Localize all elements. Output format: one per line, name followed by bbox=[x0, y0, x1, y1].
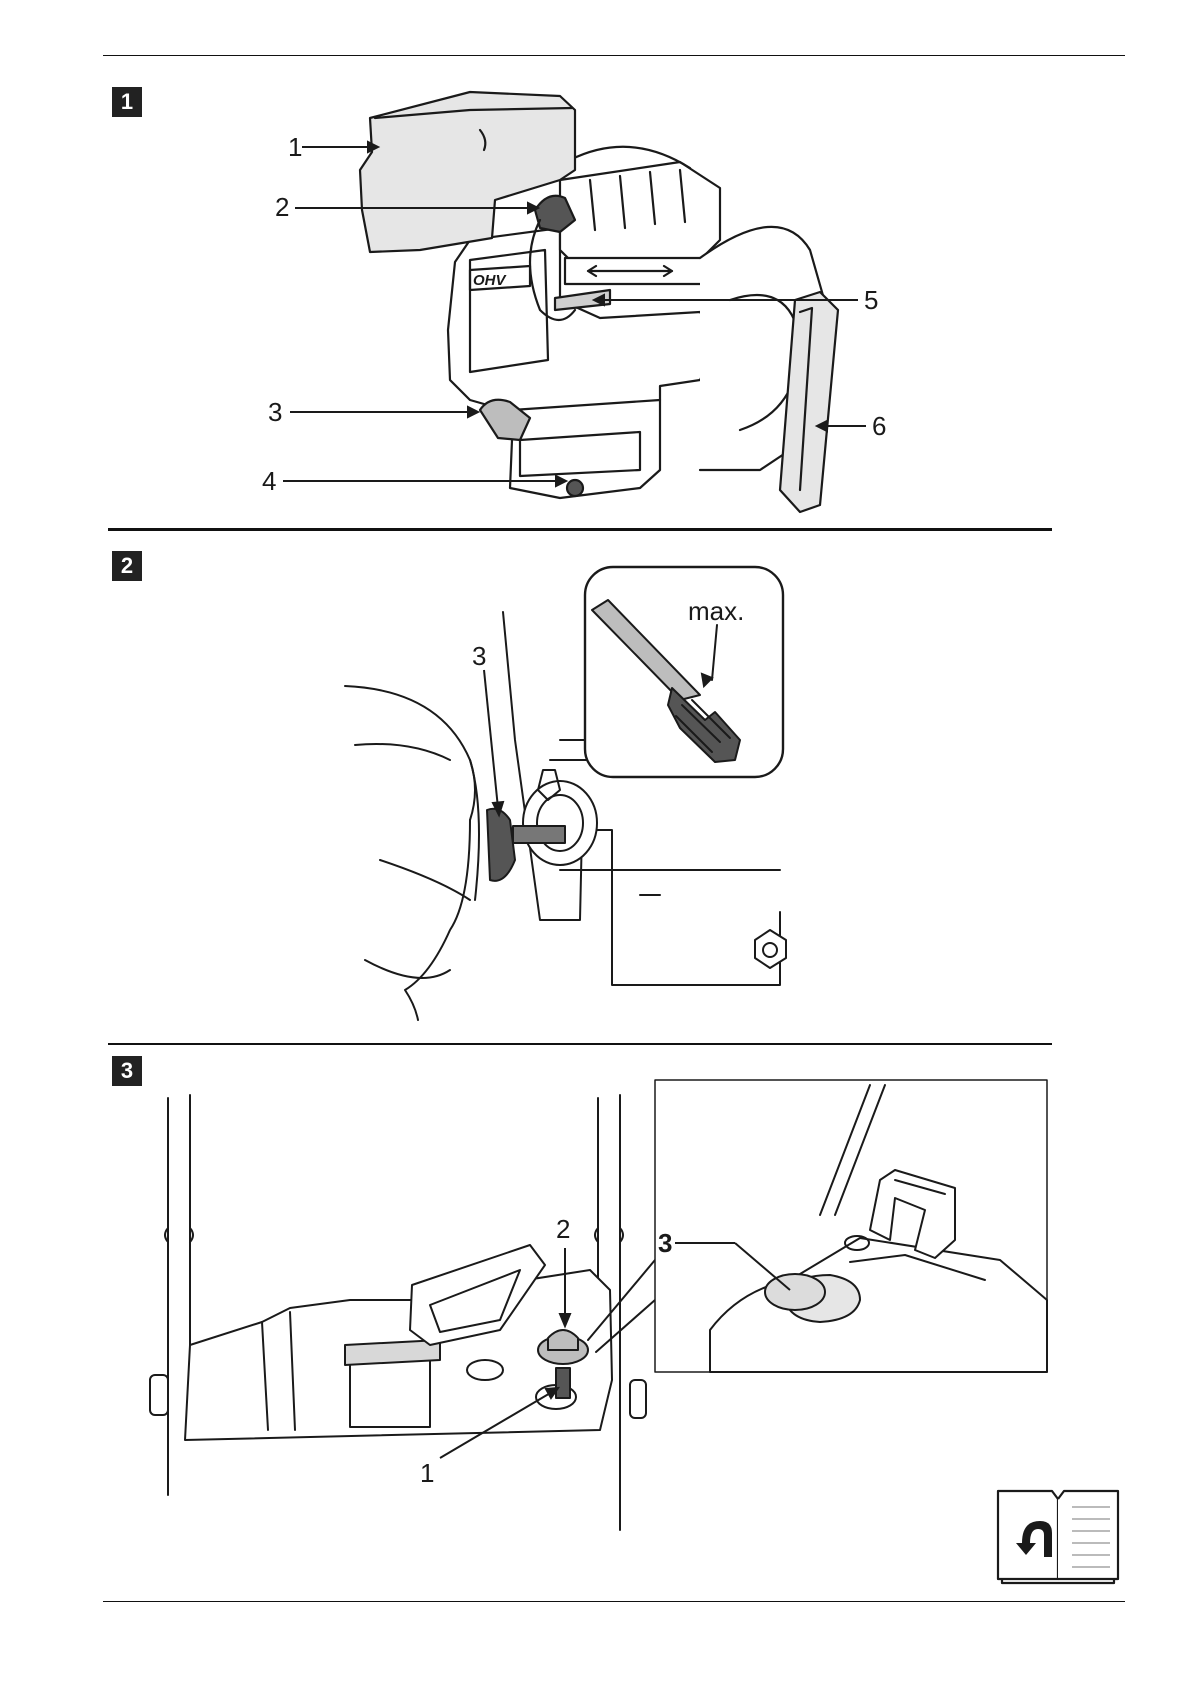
fig1-callout-3: 3 bbox=[268, 397, 282, 427]
figure-1-engine-illustration: OHV 1 2 3 4 5 6 bbox=[0, 60, 1191, 520]
engine-ohv-badge: OHV bbox=[473, 272, 508, 289]
fig3-callout-2: 2 bbox=[556, 1214, 570, 1244]
fig2-inset-max-label: max. bbox=[688, 596, 744, 626]
divider-1-2 bbox=[108, 528, 1052, 531]
fig2-callout-3: 3 bbox=[472, 641, 486, 671]
fig1-callout-6: 6 bbox=[872, 411, 886, 441]
fig3-callout-1: 1 bbox=[420, 1458, 434, 1488]
fig1-callout-5: 5 bbox=[864, 285, 878, 315]
fig3-inset-callout-3: 3 bbox=[658, 1228, 672, 1258]
divider-2-3 bbox=[108, 1043, 1052, 1045]
fig1-callout-4: 4 bbox=[262, 466, 276, 496]
fig1-callout-2: 2 bbox=[275, 192, 289, 222]
top-rule bbox=[103, 55, 1125, 56]
fig1-callout-1: 1 bbox=[288, 132, 302, 162]
read-manual-book-icon bbox=[992, 1485, 1124, 1585]
figure-2-dipstick-illustration: 3 max. bbox=[0, 540, 1191, 1040]
bottom-rule bbox=[103, 1601, 1125, 1602]
